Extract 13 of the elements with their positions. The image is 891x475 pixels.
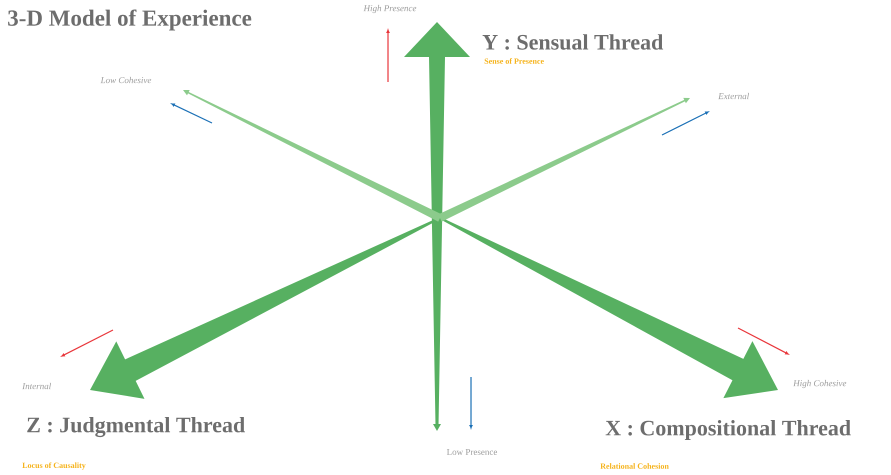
axis-end-label: Low Presence: [446, 449, 498, 455]
axis-end-label: Low Cohesive: [100, 76, 152, 84]
diagram-title: 3-D Model of Experience: [8, 9, 252, 31]
axis-end-label: External: [718, 92, 749, 100]
axis-title: X : Compositional Thread: [606, 420, 851, 440]
axis-subtitle: Locus of Causality: [22, 462, 86, 470]
axis-subtitle: Sense of Presence: [484, 58, 544, 64]
axis-end-label: High Cohesive: [793, 380, 846, 388]
axis-subtitle: Relational Cohesion: [600, 463, 669, 469]
axis-end-label: High Presence: [363, 4, 416, 14]
axis-title: Z : Judgmental Thread: [27, 416, 245, 438]
axis-title: Y : Sensual Thread: [482, 34, 664, 50]
axis-end-label: Internal: [22, 382, 51, 390]
